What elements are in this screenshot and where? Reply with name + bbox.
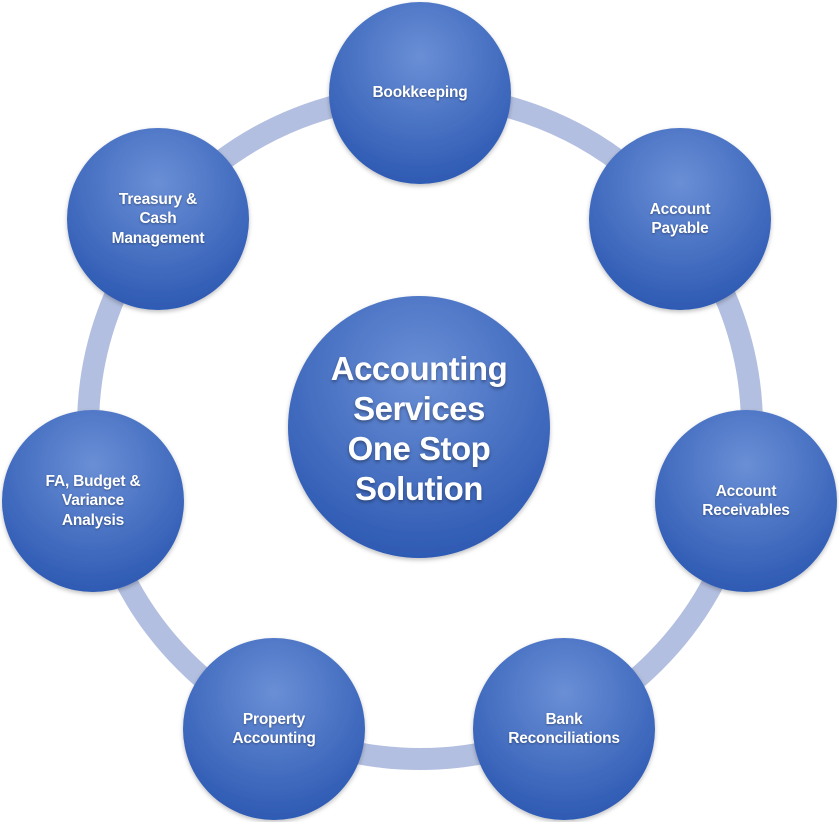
node-circle-property-accounting [183, 638, 365, 820]
node-circle-bookkeeping [329, 2, 511, 184]
center-title: Accounting Services One Stop Solution [330, 349, 508, 508]
center-circle [288, 296, 550, 558]
node-label-bank-reconciliations: Bank Reconciliations [508, 710, 620, 747]
node-circle-treasury [67, 128, 249, 310]
node-circle-bank-reconciliations [473, 638, 655, 820]
node-label-account-payable: Account Payable [649, 200, 711, 237]
node-label-treasury: Treasury & Cash Management [111, 190, 205, 247]
node-label-account-receivables: Account Receivables [702, 482, 790, 519]
node-label-fa-budget: FA, Budget & Variance Analysis [45, 472, 141, 529]
node-label-property-accounting: Property Accounting [232, 710, 316, 747]
node-label-bookkeeping: Bookkeeping [372, 84, 468, 102]
node-circle-fa-budget [2, 410, 184, 592]
node-circle-account-receivables [655, 410, 837, 592]
node-circle-account-payable [589, 128, 771, 310]
